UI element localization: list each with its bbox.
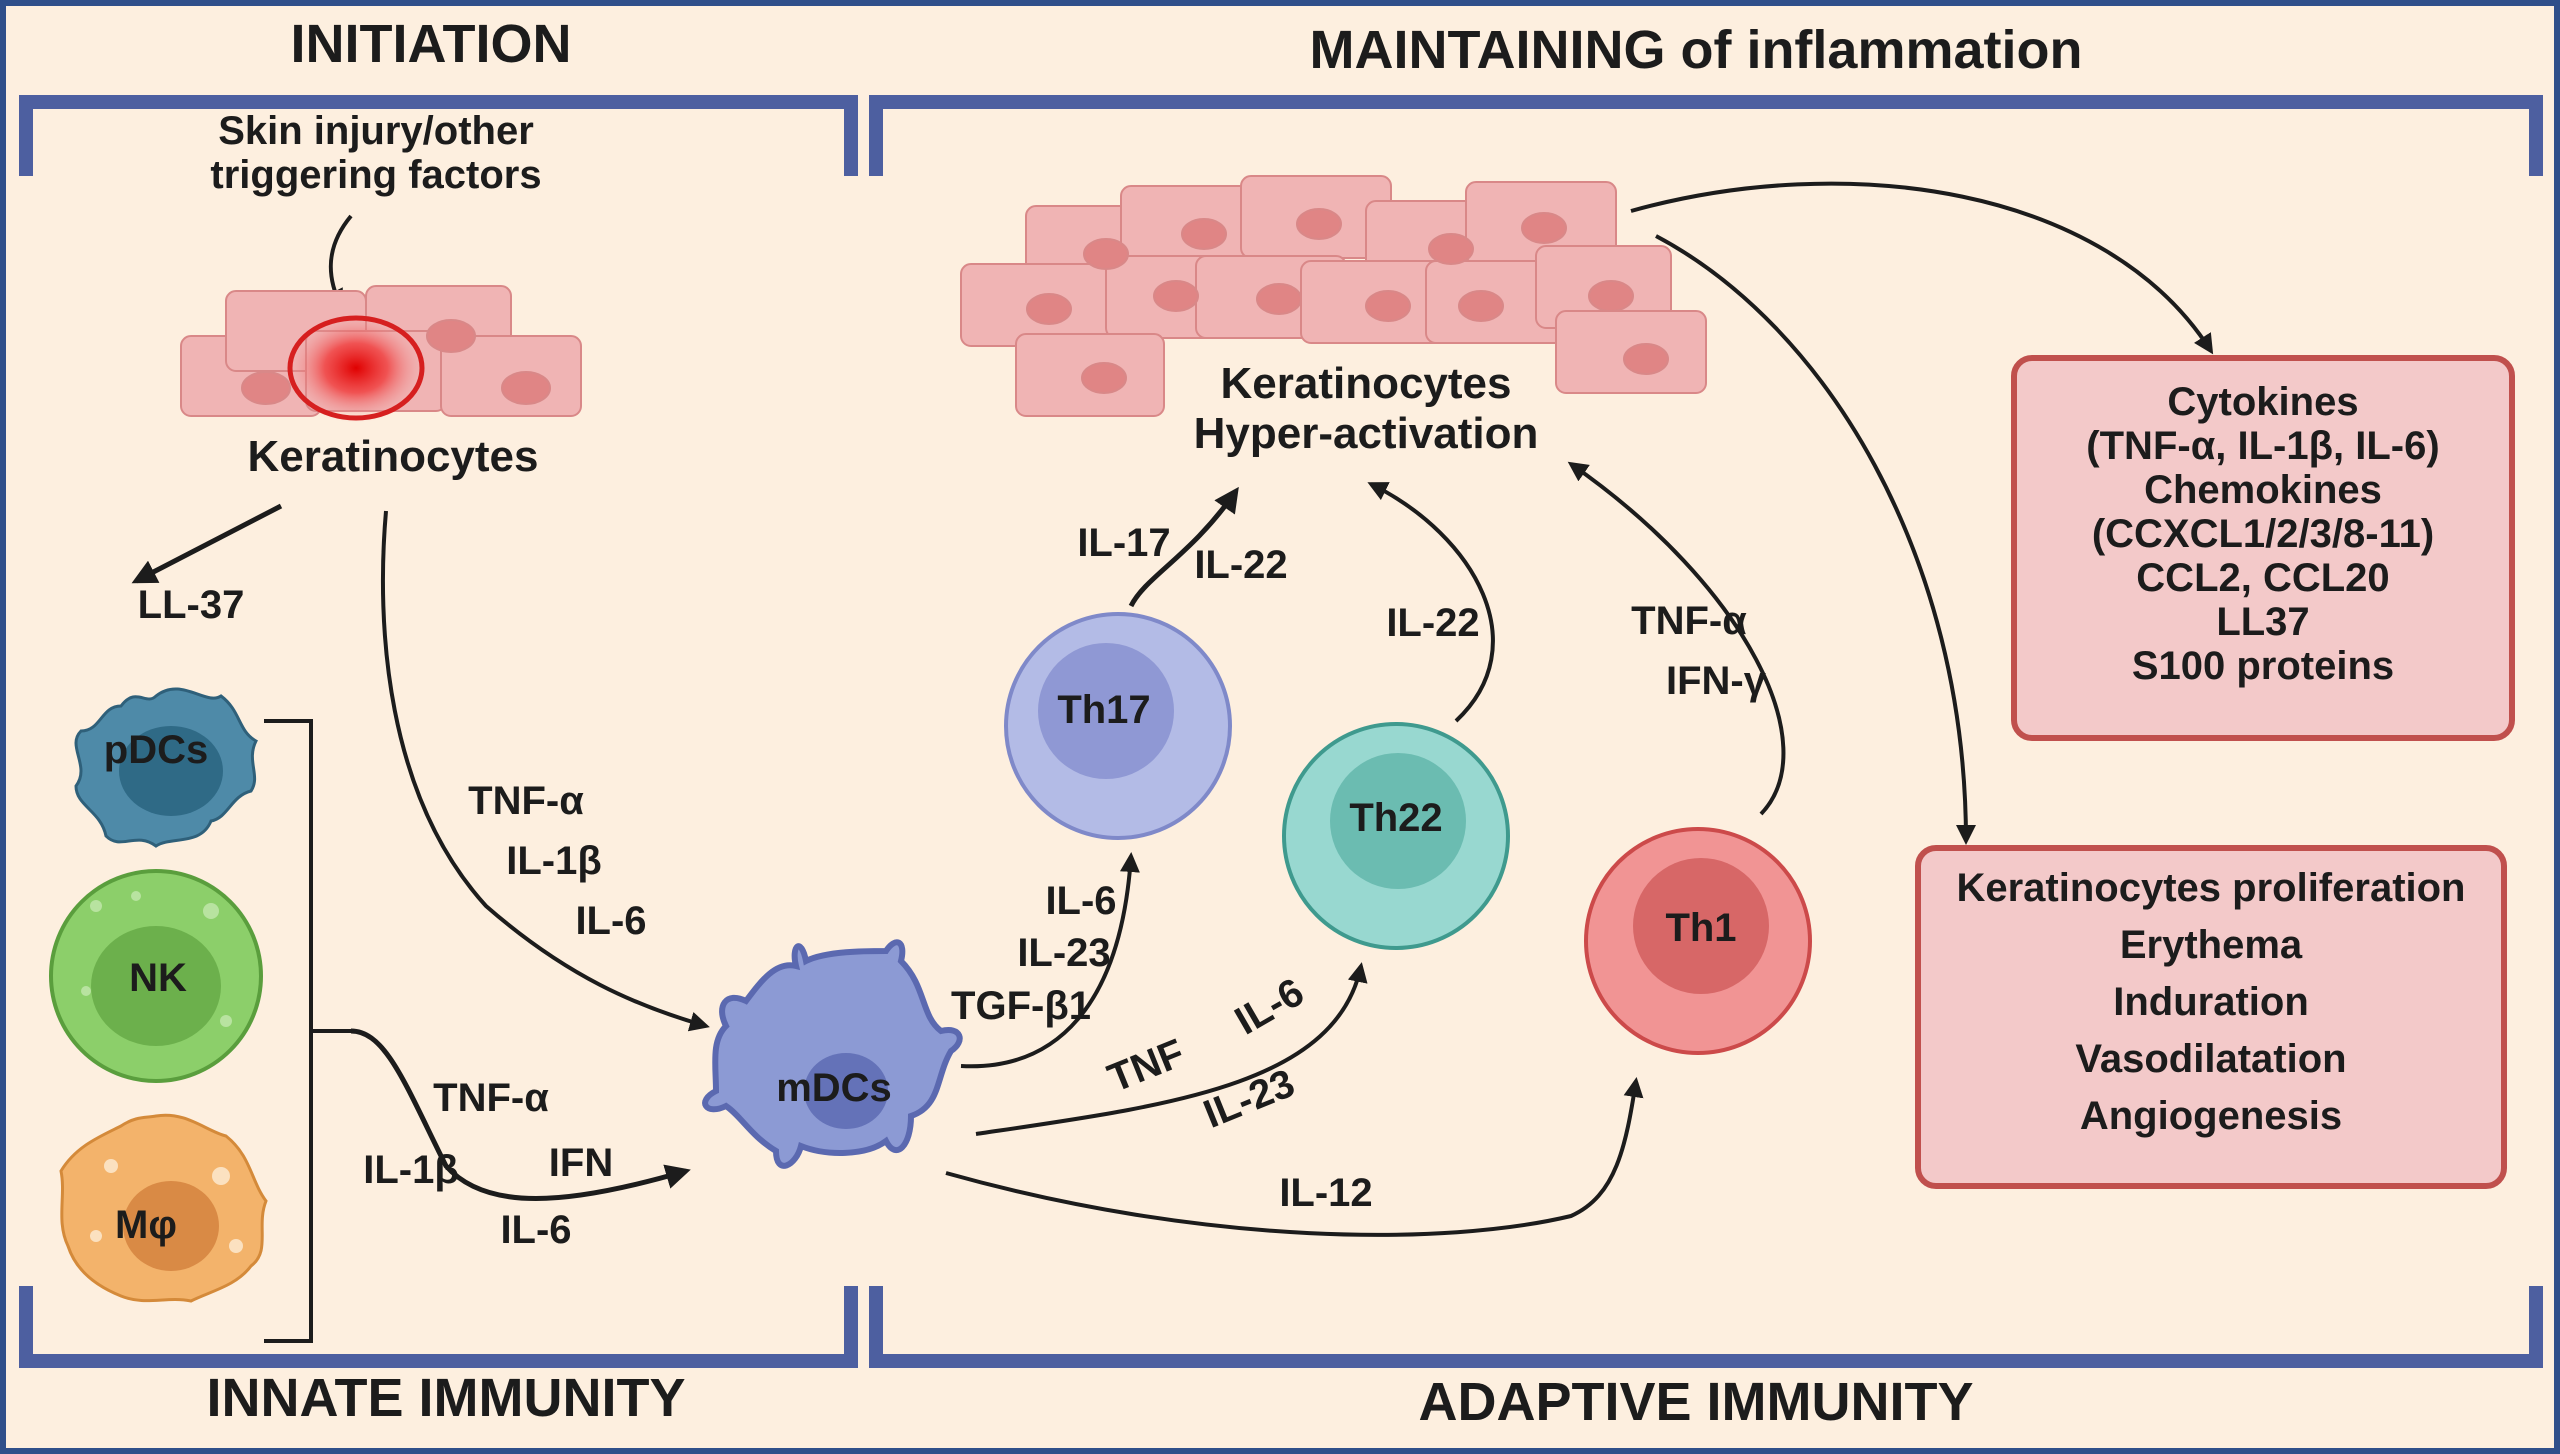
- keratinocyte-cluster-maintaining: [960, 175, 1707, 417]
- kc-tnfa-label: TNF-α: [468, 779, 584, 823]
- section-brackets: [19, 95, 2543, 1368]
- bracket-innate: [19, 1286, 858, 1368]
- section-title-adaptive-immunity: ADAPTIVE IMMUNITY: [1418, 1372, 1973, 1432]
- th17-to-keratinocytes-arrow: [1128, 486, 1239, 608]
- keratinocytes-to-mdcs-arrow: [380, 510, 710, 1032]
- th22-in-il23-label: IL-23: [1198, 1061, 1301, 1137]
- innate-il1b-label: IL-1β: [363, 1148, 459, 1192]
- macrophage-cell: Mφ: [59, 1113, 268, 1303]
- th1-out-ifng-label: IFN-γ: [1666, 659, 1767, 703]
- ll37-label: LL-37: [138, 583, 245, 627]
- bracket-maintaining: [869, 95, 2543, 176]
- cytokines-box-line: Cytokines: [2167, 380, 2358, 424]
- th17-in-il23-label: IL-23: [1017, 931, 1110, 975]
- pdcs-cell: pDCs: [74, 687, 258, 848]
- innate-ifn-label: IFN: [549, 1141, 613, 1185]
- trigger-line-2: triggering factors: [210, 153, 541, 197]
- th17-in-tgfb1-label: TGF-β1: [951, 984, 1091, 1028]
- section-title-innate-immunity: INNATE IMMUNITY: [207, 1368, 686, 1428]
- keratinocytes-to-effects-arrow: [1655, 234, 1976, 845]
- mdcs-cell: mDCs: [702, 939, 963, 1169]
- hyper-activation-line-2: Hyper-activation: [1194, 409, 1539, 458]
- cytokines-box-line: Chemokines: [2144, 468, 2382, 512]
- cytokines-box-line: CCL2, CCL20: [2136, 556, 2389, 600]
- innate-to-mdcs-arrow: [350, 1028, 691, 1201]
- th1-label: Th1: [1665, 906, 1736, 950]
- ll37-arrow: [131, 503, 283, 584]
- mdcs-to-th22-arrow: [975, 962, 1368, 1136]
- th1-out-tnfa-label: TNF-α: [1631, 599, 1747, 643]
- mdcs-label: mDCs: [776, 1066, 892, 1110]
- th22-label: Th22: [1349, 796, 1442, 840]
- innate-group-bracket: [264, 719, 351, 1343]
- effects-box-line: Angiogenesis: [2080, 1094, 2342, 1138]
- keratinocytes-label: Keratinocytes: [247, 432, 538, 481]
- effects-box-line: Erythema: [2120, 923, 2303, 967]
- keratinocytes-to-cytokines-arrow: [1630, 181, 2214, 355]
- bracket-adaptive: [869, 1286, 2543, 1368]
- th17-cell: Th17: [1004, 612, 1232, 840]
- th17-label: Th17: [1057, 688, 1150, 732]
- cytokines-box: Cytokines(TNF-α, IL-1β, IL-6)Chemokines(…: [2011, 355, 2515, 741]
- bracket-initiation: [19, 95, 858, 176]
- macrophage-label: Mφ: [115, 1203, 177, 1247]
- cytokines-box-line: LL37: [2216, 600, 2309, 644]
- th22-out-il22-label: IL-22: [1386, 601, 1479, 645]
- trigger-line-1: Skin injury/other: [218, 109, 534, 153]
- hyper-activation-line-1: Keratinocytes: [1220, 359, 1511, 408]
- nk-cell: NK: [49, 869, 263, 1083]
- effects-box-line: Vasodilatation: [2075, 1037, 2346, 1081]
- th17-in-il6-label: IL-6: [1045, 879, 1116, 923]
- section-title-maintaining: MAINTAINING of inflammation: [1310, 20, 2083, 80]
- nk-label: NK: [129, 956, 187, 1000]
- pdcs-label: pDCs: [104, 728, 208, 772]
- th17-out-il17-label: IL-17: [1077, 521, 1170, 565]
- th17-out-il22-label: IL-22: [1194, 543, 1287, 587]
- cytokines-box-line: (CCXCL1/2/3/8-11): [2092, 512, 2434, 556]
- innate-tnfa-label: TNF-α: [433, 1076, 549, 1120]
- kc-il1b-label: IL-1β: [506, 839, 602, 883]
- cytokines-box-line: S100 proteins: [2132, 644, 2394, 688]
- th22-cell: Th22: [1282, 722, 1510, 950]
- effects-box: Keratinocytes proliferationErythemaIndur…: [1915, 845, 2507, 1189]
- effects-box-line: Keratinocytes proliferation: [1956, 866, 2465, 910]
- section-title-initiation: INITIATION: [291, 14, 572, 74]
- th22-to-keratinocytes-arrow: [1367, 482, 1495, 723]
- mdcs-to-th17-arrow: [960, 852, 1140, 1069]
- mdcs-to-th1-arrow: [945, 1077, 1644, 1237]
- th22-in-il6-label: IL-6: [1228, 970, 1312, 1044]
- innate-il6-label: IL-6: [500, 1208, 571, 1252]
- keratinocyte-cluster-initiation: [180, 285, 582, 423]
- diagram-svg: INITIATION MAINTAINING of inflammation I…: [19, 14, 2543, 1432]
- th1-to-keratinocytes-arrow: [1567, 461, 1786, 816]
- cytokines-box-line: (TNF-α, IL-1β, IL-6): [2086, 424, 2439, 468]
- th1-cell: Th1: [1584, 827, 1812, 1055]
- th22-in-tnf-label: TNF: [1102, 1031, 1191, 1101]
- kc-il6-label: IL-6: [575, 899, 646, 943]
- th1-in-il12-label: IL-12: [1279, 1171, 1372, 1215]
- effects-box-line: Induration: [2113, 980, 2309, 1024]
